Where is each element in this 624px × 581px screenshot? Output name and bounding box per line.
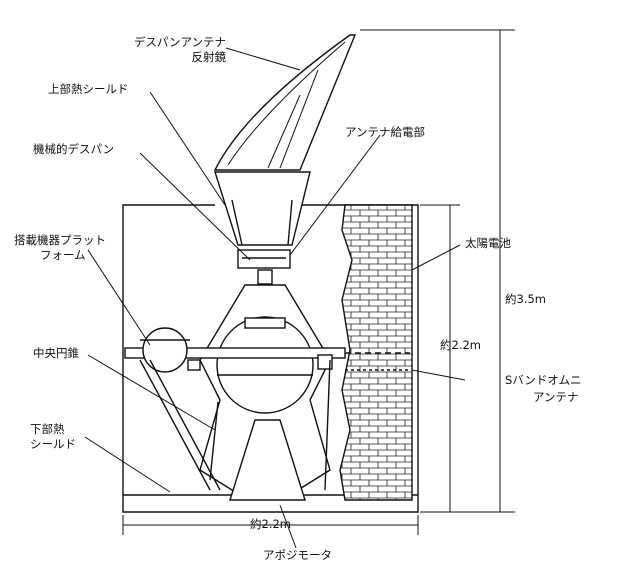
label-antenna-feed: アンテナ給電部: [345, 125, 426, 139]
label-upper-thermal-shield: 上部熱シールド: [48, 82, 129, 96]
label-mechanical-despin: 機械的デスパン: [33, 142, 115, 156]
apogee-motor-nozzle: [229, 419, 306, 501]
label-central-cone: 中央円錐: [33, 346, 79, 360]
label-width-body: 約2.2m: [250, 517, 291, 531]
label-lower-thermal-shield-line1: 下部熱: [30, 422, 65, 436]
propellant-tank: [216, 316, 314, 414]
leader-lines: [84, 47, 466, 549]
label-solar-cells: 太陽電池: [465, 236, 511, 250]
support-struts: [139, 359, 331, 491]
label-platform-line1: 搭載機器プラット: [14, 233, 106, 247]
label-despun-reflector-line2: 反射鏡: [191, 50, 227, 64]
label-s-band-line2: アンテナ: [533, 390, 579, 404]
upper-thermal-shield-funnel: [214, 171, 311, 246]
label-height-total: 約3.5m: [505, 292, 546, 306]
dimension-lines: [122, 29, 515, 535]
label-height-body: 約2.2m: [440, 338, 481, 352]
label-despun-reflector-line1: デスパンアンテナ: [133, 35, 226, 49]
label-platform-line2: フォーム: [40, 248, 86, 262]
antenna-reflector: [213, 34, 357, 171]
equipment-platform: [124, 327, 410, 373]
label-apogee-motor: アポジモータ: [263, 548, 332, 562]
label-lower-thermal-shield-line2: シールド: [30, 437, 76, 451]
label-s-band-line1: Sバンドオムニ: [505, 373, 582, 387]
